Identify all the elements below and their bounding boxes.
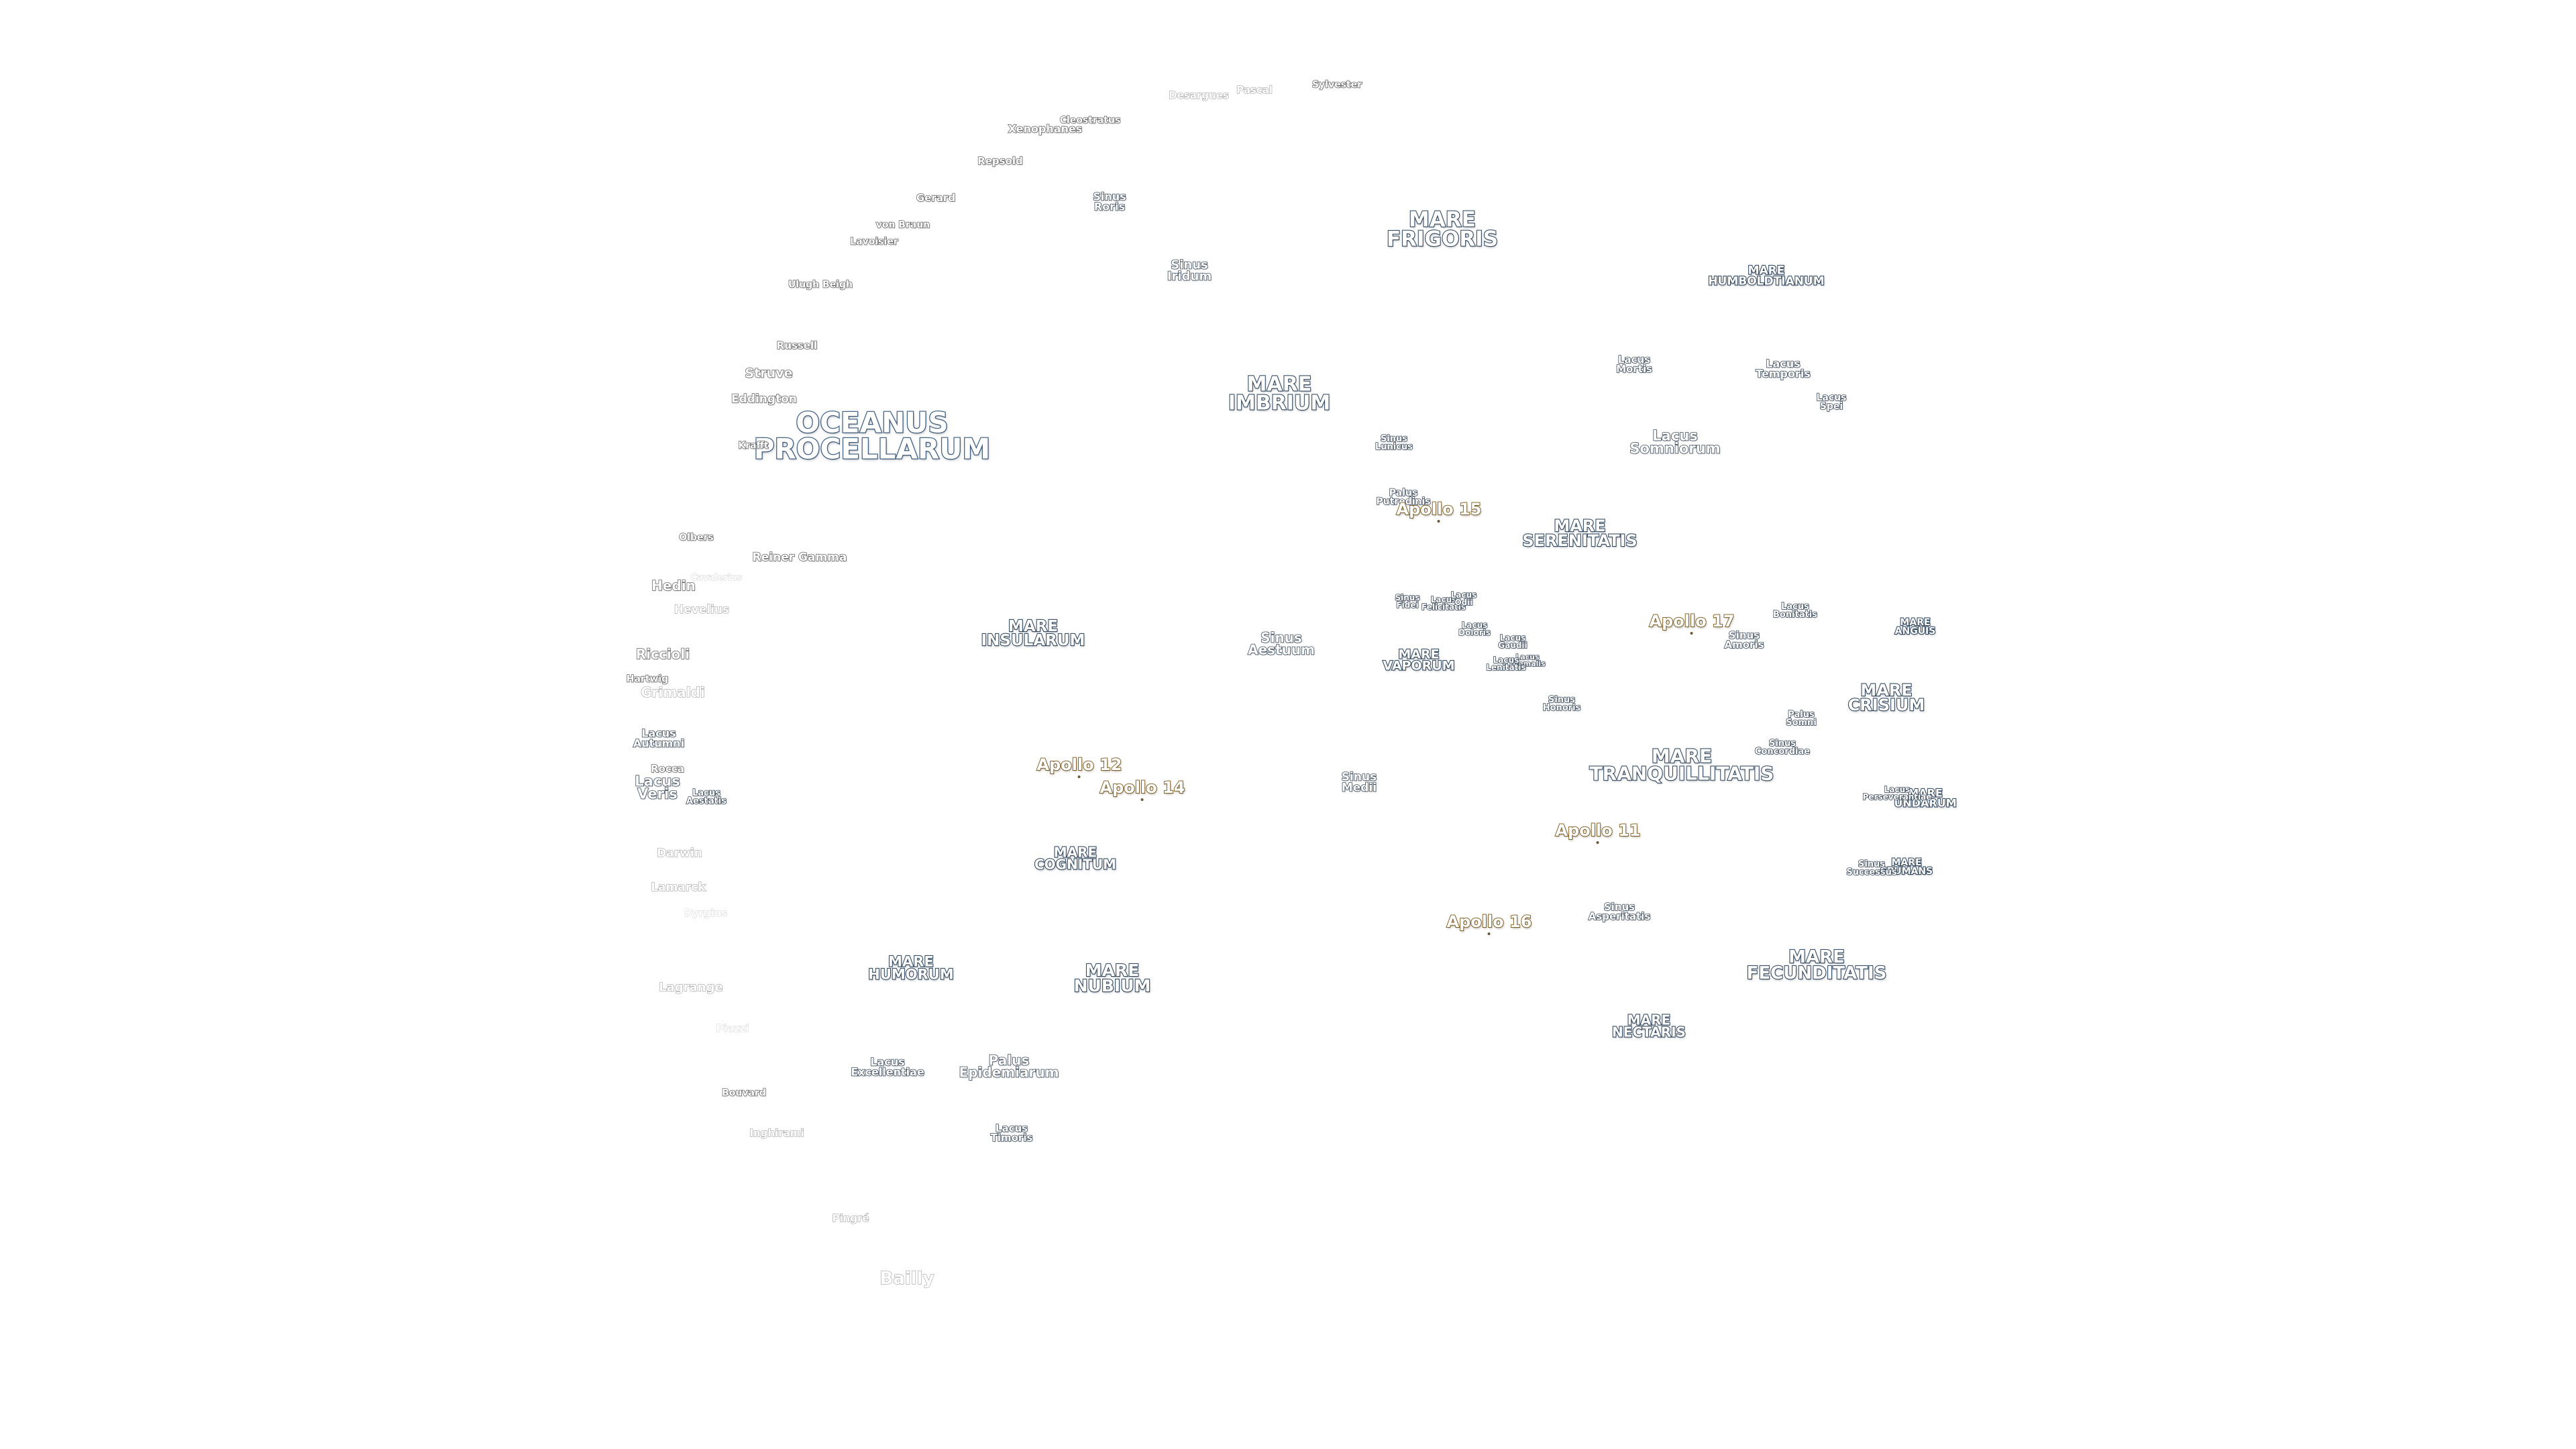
crater-ulugh-beigh-label: Ulugh Beigh xyxy=(788,279,853,290)
sinus-medii-label: Sinus Medii xyxy=(1341,770,1377,794)
mare-nubium-label: MARE NUBIUM xyxy=(1073,961,1152,996)
crater-cavalerius-label: Cavalerius xyxy=(690,573,743,584)
crater-cleostratus-label: Cleostratus xyxy=(1059,115,1121,126)
mare-crisium-label: MARE CRISIUM xyxy=(1847,680,1926,714)
sinus-roris-label: Sinus Roris xyxy=(1093,190,1127,213)
lacus-hiemalis-label: Lacus Hiemalis xyxy=(1509,652,1546,668)
crater-gerard-label: Gerard xyxy=(916,192,956,205)
mare-nectaris-label: MARE NECTARIS xyxy=(1611,1012,1686,1040)
crater-russell-label: Russell xyxy=(776,339,818,352)
apollo-11-site-dot xyxy=(1597,841,1599,844)
crater-krafft-label: Krafft xyxy=(738,440,769,451)
crater-grimaldi-label: Grimaldi xyxy=(641,684,706,700)
palus-somni-label: Palus Somni xyxy=(1785,710,1817,728)
sinus-aestuum-label: Sinus Aestuum xyxy=(1247,629,1315,658)
lacus-felicitatis-label: Lacus Felicitatis xyxy=(1421,594,1466,612)
mare-insularum-label: MARE INSULARUM xyxy=(981,617,1086,649)
lacus-bonitatis-label: Lacus Bonitatis xyxy=(1772,602,1818,620)
apollo-16-label: Apollo 16 xyxy=(1446,912,1533,931)
apollo-11-marker[interactable]: Apollo 11 xyxy=(1555,821,1642,844)
lacus-lenitatis-label: Lacus Lenitatis xyxy=(1486,655,1527,672)
oceanus-procellarum-label: OCEANUS PROCELLARUM xyxy=(753,406,991,465)
lacus-veris-label: Lacus Veris xyxy=(634,773,680,802)
crater-riccioli-label: Riccioli xyxy=(635,645,690,662)
apollo-14-label: Apollo 14 xyxy=(1099,778,1186,797)
lacus-doloris-label: Lacus Doloris xyxy=(1458,620,1491,637)
sinus-honoris-label: Sinus Honoris xyxy=(1542,695,1581,713)
lacus-spei-label: Lacus Spei xyxy=(1816,392,1847,412)
mare-cognitum-label: MARE COGNITUM xyxy=(1034,844,1117,873)
apollo-12-site-dot xyxy=(1078,775,1081,778)
mare-frigoris-label: MARE FRIGORIS xyxy=(1386,207,1499,251)
lacus-odii-label: Lacus Odii xyxy=(1450,590,1477,607)
lacus-temporis-label: Lacus Temporis xyxy=(1755,357,1811,380)
sinus-amoris-label: Sinus Amoris xyxy=(1724,629,1765,651)
apollo-15-site-dot xyxy=(1438,520,1440,523)
lacus-timoris-label: Lacus Timoris xyxy=(990,1122,1033,1144)
apollo-15-marker[interactable]: Apollo 15 xyxy=(1396,500,1483,523)
apollo-16-site-dot xyxy=(1488,932,1491,935)
crater-bailly-label: Bailly xyxy=(879,1269,934,1289)
crater-hartwig-label: Hartwig xyxy=(626,674,669,685)
crater-hedin-label: Hedin xyxy=(651,577,696,594)
mare-humorum-label: MARE HUMORUM xyxy=(867,953,955,983)
mare-humboldtianum-label: MARE HUMBOLDTIANUM xyxy=(1707,264,1825,288)
mare-fecunditatis-label: MARE FECUNDITATIS xyxy=(1746,947,1888,983)
lacus-mortis-label: Lacus Mortis xyxy=(1615,354,1652,375)
apollo-17-marker[interactable]: Apollo 17 xyxy=(1649,612,1735,635)
apollo-17-site-dot xyxy=(1690,632,1693,635)
mare-undarum-label: MARE UNDARUM xyxy=(1893,786,1957,809)
crater-darwin-label: Darwin xyxy=(657,847,703,861)
crater-lavoisier-label: Lavoisier xyxy=(850,236,899,248)
mare-imbrium-label: MARE IMBRIUM xyxy=(1228,372,1332,415)
crater-pascal-label: Pascal xyxy=(1236,84,1273,97)
crater-von-braun-label: von Braun xyxy=(875,219,930,231)
mare-anguis-label: MARE ANGUIS xyxy=(1894,617,1937,637)
crater-lagrange-label: Lagrange xyxy=(659,980,724,995)
apollo-14-site-dot xyxy=(1141,798,1144,801)
sinus-fidei-label: Sinus Fidei xyxy=(1395,592,1421,610)
apollo-12-label: Apollo 12 xyxy=(1036,755,1123,774)
apollo-11-label: Apollo 11 xyxy=(1555,821,1642,840)
mare-serenitatis-label: MARE SERENITATIS xyxy=(1521,516,1638,550)
crater-hevelius-label: Hevelius xyxy=(674,603,730,617)
sinus-successus-label: Sinus Successus xyxy=(1846,859,1898,877)
sinus-concordiae-label: Sinus Concordiae xyxy=(1754,739,1811,757)
apollo-12-marker[interactable]: Apollo 12 xyxy=(1036,755,1123,778)
crater-pingre-label: Pingré xyxy=(832,1212,869,1225)
crater-xenophanes-label: Xenophanes xyxy=(1008,122,1083,136)
lacus-autumni-label: Lacus Autumni xyxy=(633,727,685,749)
apollo-14-marker[interactable]: Apollo 14 xyxy=(1099,778,1186,801)
sinus-iridum-label: Sinus Iridum xyxy=(1167,258,1212,283)
crater-lamarck-label: Lamarck xyxy=(651,881,706,895)
crater-reiner-gamma-label: Reiner Gamma xyxy=(752,551,847,565)
crater-bouvard-label: Bouvard xyxy=(721,1087,766,1099)
crater-byrgius-label: Byrgius xyxy=(684,907,728,920)
crater-rocca-label: Rocca xyxy=(650,763,684,775)
lacus-aestatis-label: Lacus Aestatis xyxy=(686,788,727,806)
apollo-17-label: Apollo 17 xyxy=(1649,612,1735,631)
lacus-gaudii-label: Lacus Gaudii xyxy=(1498,633,1528,650)
crater-struve-label: Struve xyxy=(745,366,793,381)
lacus-perseverantiae-label: Lacus Perseverantiae xyxy=(1862,784,1932,802)
crater-eddington-label: Eddington xyxy=(731,392,797,407)
lacus-excellentiae-label: Lacus Excellentiae xyxy=(850,1055,924,1078)
crater-sylvester-label: Sylvester xyxy=(1311,79,1362,91)
mare-vaporum-label: MARE VAPORUM xyxy=(1382,647,1455,674)
palus-epidemiarum-label: Palus Epidemiarum xyxy=(959,1052,1059,1081)
mare-tranquillitatis-label: MARE TRANQUILLITATIS xyxy=(1589,745,1774,784)
crater-desargues-label: Desargues xyxy=(1169,89,1230,102)
apollo-15-label: Apollo 15 xyxy=(1396,500,1483,519)
sinus-lunicus-label: Sinus Lunicus xyxy=(1375,434,1413,452)
crater-repsold-label: Repsold xyxy=(977,155,1023,168)
apollo-16-marker[interactable]: Apollo 16 xyxy=(1446,912,1533,935)
lacus-somniorum-label: Lacus Somniorum xyxy=(1629,427,1721,457)
palus-putredinis-label: Palus Putredinis xyxy=(1376,488,1432,507)
crater-piazzi-label: Piazzi xyxy=(716,1022,749,1035)
crater-inghirami-label: Inghirami xyxy=(749,1127,804,1140)
crater-olbers-label: Olbers xyxy=(679,532,714,543)
mare-spumans-label: MARE SPUMANS xyxy=(1880,857,1933,877)
sinus-asperitatis-label: Sinus Asperitatis xyxy=(1588,901,1651,922)
